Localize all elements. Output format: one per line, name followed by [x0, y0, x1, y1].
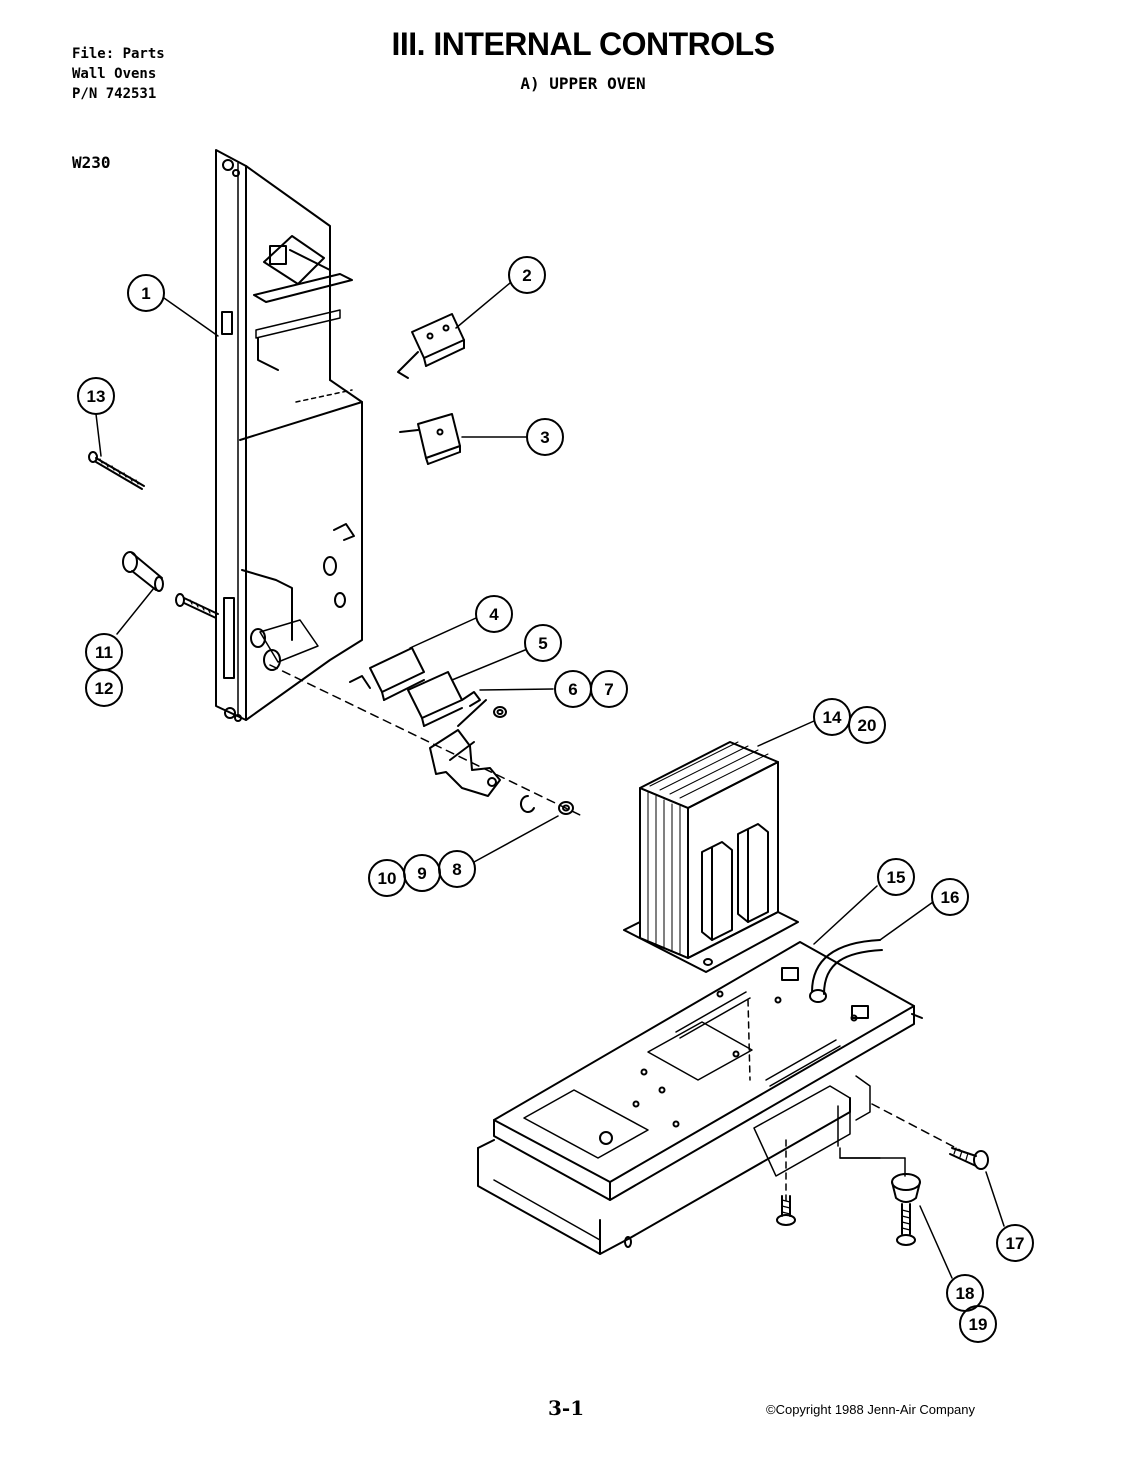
clip-8-drawing	[519, 794, 535, 813]
part-number-label: P/N 742531	[72, 86, 157, 102]
callout-5: 5	[524, 624, 562, 662]
callout-15: 15	[877, 858, 915, 896]
screw-bottom-drawing	[776, 1139, 796, 1226]
svg-text:12: 12	[95, 679, 114, 698]
callout-1: 1	[127, 274, 165, 312]
assembly-axis-line	[269, 664, 581, 816]
callout-2: 2	[508, 256, 546, 294]
svg-text:1: 1	[141, 284, 150, 303]
callout-16: 16	[931, 878, 969, 916]
callout-13: 13	[77, 377, 115, 415]
foot-18-drawing	[839, 1157, 921, 1246]
transformer-14-drawing	[623, 741, 799, 973]
callout-11: 11	[85, 633, 123, 671]
callout-19: 19	[959, 1305, 997, 1343]
product-label: Wall Ovens	[72, 66, 157, 82]
nut-7-drawing	[493, 706, 507, 718]
pin-11-drawing	[122, 551, 164, 592]
svg-text:18: 18	[956, 1284, 975, 1303]
callout-20: 20	[848, 706, 886, 744]
svg-text:15: 15	[887, 868, 906, 887]
callout-6: 6	[554, 670, 592, 708]
svg-text:3: 3	[540, 428, 549, 447]
callout-7: 7	[590, 670, 628, 708]
callout-4: 4	[475, 595, 513, 633]
screw-12-drawing	[175, 593, 219, 619]
section-subtitle: A) UPPER OVEN	[520, 74, 646, 93]
model-number: W230	[72, 153, 111, 172]
callout-9: 9	[403, 854, 441, 892]
svg-text:4: 4	[489, 605, 499, 624]
tube-16-drawing	[809, 939, 883, 1003]
svg-text:11: 11	[95, 643, 113, 662]
file-label: File: Parts	[72, 46, 165, 62]
chassis-15-drawing	[477, 941, 923, 1255]
svg-text:5: 5	[538, 634, 547, 653]
svg-text:19: 19	[969, 1315, 988, 1334]
svg-text:20: 20	[858, 716, 877, 735]
file-info: File: Parts Wall Ovens P/N 742531	[72, 44, 165, 104]
page-number: 3-1	[548, 1396, 585, 1420]
callout-14: 14	[813, 698, 851, 736]
nut-9-drawing	[558, 801, 574, 815]
leader-lines	[95, 282, 1005, 1279]
screw-17-drawing	[871, 1103, 989, 1170]
svg-text:2: 2	[522, 266, 531, 285]
svg-text:10: 10	[378, 869, 397, 888]
svg-text:17: 17	[1006, 1234, 1025, 1253]
svg-text:13: 13	[87, 387, 106, 406]
callout-17: 17	[996, 1224, 1034, 1262]
switch-5-drawing	[407, 671, 481, 727]
callout-12: 12	[85, 669, 123, 707]
switch-3-drawing	[399, 413, 461, 465]
control-bracket-drawing	[215, 149, 363, 722]
screw-13-drawing	[88, 451, 145, 490]
copyright-notice: ©Copyright 1988 Jenn-Air Company	[766, 1402, 976, 1417]
switch-4-drawing	[349, 647, 425, 701]
callout-10: 10	[368, 859, 406, 897]
svg-text:14: 14	[823, 708, 842, 727]
svg-text:8: 8	[452, 860, 461, 879]
svg-text:6: 6	[568, 680, 577, 699]
actuator-arm-drawing	[429, 699, 501, 797]
callout-8: 8	[438, 850, 476, 888]
callout-3: 3	[526, 418, 564, 456]
svg-text:9: 9	[417, 864, 426, 883]
switch-2-drawing	[397, 313, 465, 379]
svg-text:16: 16	[941, 888, 960, 907]
svg-text:7: 7	[604, 680, 613, 699]
page-title: III. INTERNAL CONTROLS	[391, 26, 775, 62]
